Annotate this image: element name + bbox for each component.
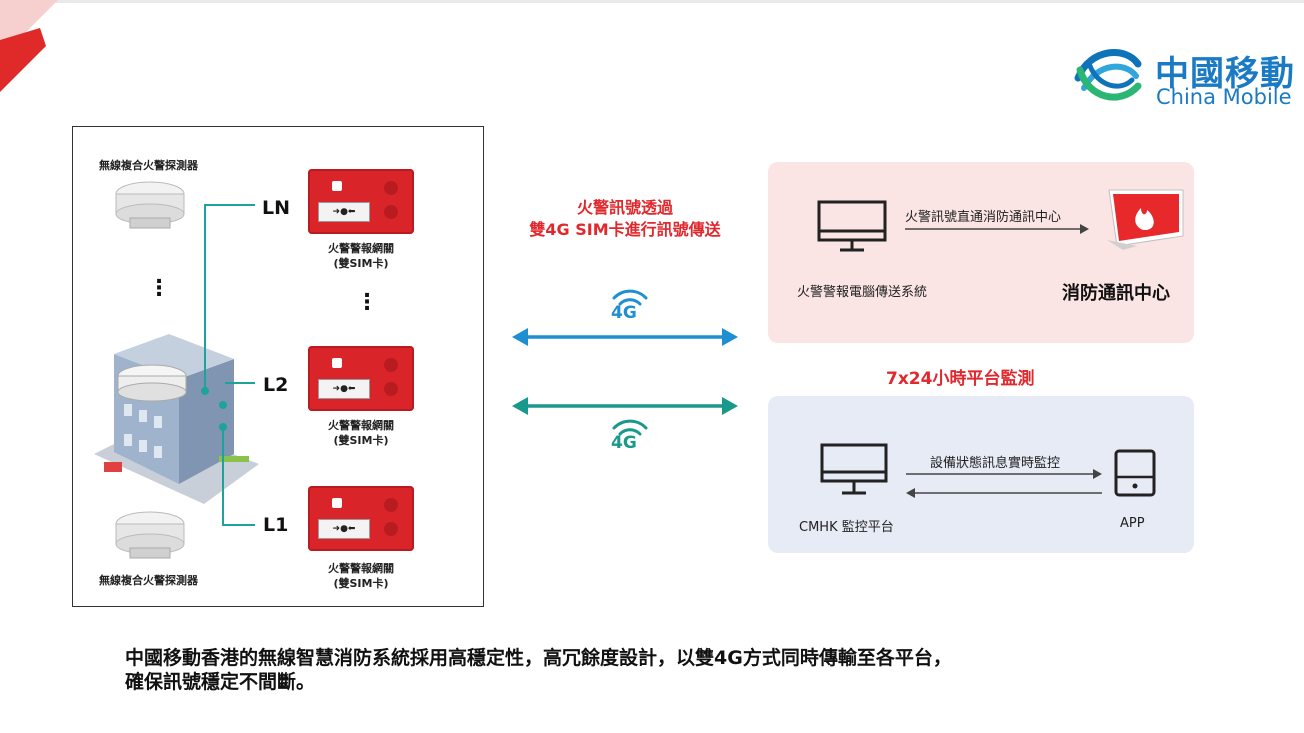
fire-center-label: 消防通訊中心 xyxy=(1062,283,1170,304)
china-mobile-logo-icon xyxy=(1074,49,1142,101)
smoke-detector-icon xyxy=(115,181,185,229)
connector-lines xyxy=(201,204,255,526)
monitoring-signal-text: 設備狀態訊息實時監控 xyxy=(930,456,1061,471)
logo-english-name: China Mobile xyxy=(1156,85,1292,109)
mobile-device-icon xyxy=(1114,449,1156,497)
ellipsis-right: ⋮ xyxy=(356,290,378,315)
gateway-caption: 火警警報網關(雙SIM卡) xyxy=(328,562,394,590)
network-label-4g: 4G xyxy=(611,433,637,453)
detector-label-bottom: 無線複合火警探測器 xyxy=(99,574,198,587)
logo-chinese-name: 中國移動 xyxy=(1155,54,1295,94)
fire-center-monitor-icon xyxy=(1107,189,1184,250)
arrow-left-icon xyxy=(906,488,1102,498)
fire-alarm-gateway: ➜●⬅ xyxy=(308,486,414,551)
wifi-4g-icon xyxy=(612,289,648,306)
computer-monitor-icon xyxy=(820,443,888,495)
ellipsis-left: ⋮ xyxy=(148,276,170,301)
monitoring-label: 7x24小時平台監測 xyxy=(886,369,1035,389)
blue-double-arrow xyxy=(512,328,738,346)
gateway-caption: 火警警報網關(雙SIM卡) xyxy=(328,242,394,270)
line-label-l2: L2 xyxy=(263,374,289,396)
arrow-right-icon xyxy=(905,224,1089,234)
corner-accent xyxy=(0,0,58,92)
fire-alarm-gateway: ➜●⬅ xyxy=(308,346,414,411)
fire-signal-text: 火警訊號直通消防通訊中心 xyxy=(905,210,1062,225)
arrow-right-icon xyxy=(906,469,1102,479)
computer-monitor-icon xyxy=(817,200,887,252)
transmission-headline: 火警訊號透過雙4G SIM卡進行訊號傳送 xyxy=(529,198,721,239)
fire-computer-label: 火警警報電腦傳送系統 xyxy=(797,285,928,300)
line-label-ln: LN xyxy=(262,197,291,219)
top-divider xyxy=(0,0,1304,3)
network-label-4g: 4G xyxy=(611,303,637,323)
line-label-l1: L1 xyxy=(263,514,289,536)
platform-label: CMHK 監控平台 xyxy=(799,520,894,535)
fire-alarm-gateway: ➜●⬅ xyxy=(308,169,414,234)
wifi-4g-icon xyxy=(612,419,648,436)
smoke-detector-icon xyxy=(115,511,185,559)
footer-description: 中國移動香港的無線智慧消防系統採用高穩定性，高冗餘度設計，以雙4G方式同時傳輸至… xyxy=(125,647,952,693)
teal-double-arrow xyxy=(512,397,738,415)
gateway-caption: 火警警報網關(雙SIM卡) xyxy=(328,419,394,447)
detector-label-top: 無線複合火警探測器 xyxy=(99,159,198,172)
app-label: APP xyxy=(1120,516,1145,531)
